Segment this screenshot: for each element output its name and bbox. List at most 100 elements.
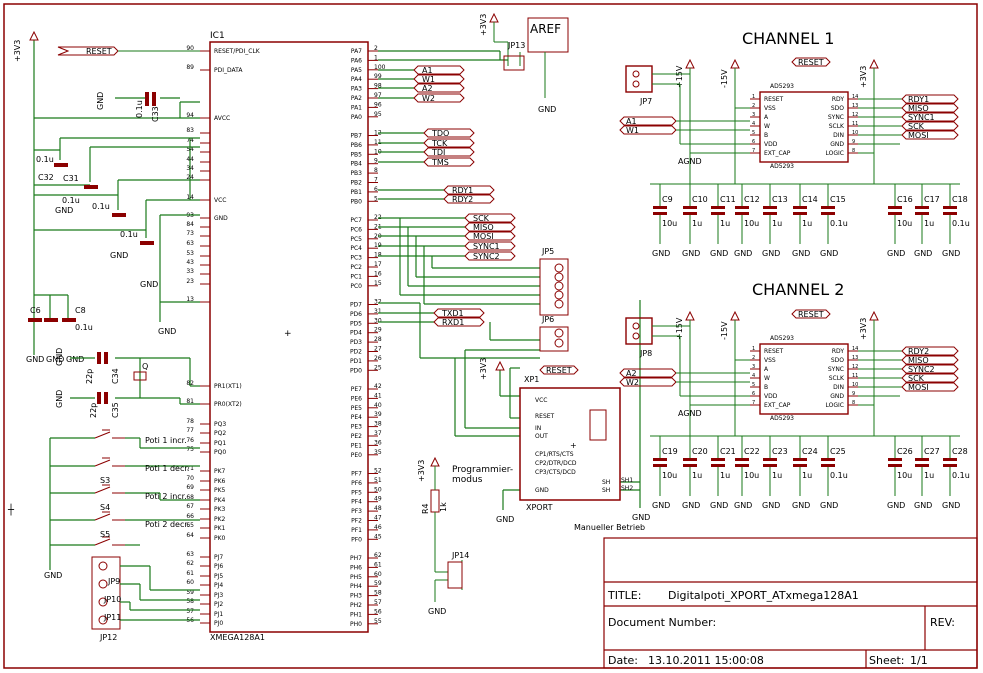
net-tags: A1W1A2W2TDOTCKTDITMSRDY1RDY2SCKMISOMOSIS… [413, 65, 579, 375]
xport-pin-cp2: CP2/DTR/DCD [535, 460, 577, 467]
mcu-right-pin-name: PD2 [350, 349, 362, 356]
date-value: 13.10.2011 15:00:08 [648, 654, 764, 667]
net-tag-reset-xport: RESET [546, 366, 572, 375]
switch-wires [49, 437, 200, 570]
net-tag-tms: TMS [431, 158, 449, 167]
mcu-left-pin-name: PK6 [214, 478, 226, 485]
jp9-label: JP9 [107, 577, 120, 586]
ad5293-pin-left: VDD [764, 393, 778, 400]
net-tag-sync1: SYNC1 [473, 242, 500, 251]
mcu-right-pin-num: 25 [374, 364, 382, 371]
mcu-right-pin-num: 46 [374, 524, 382, 531]
gnd-c29: GND [110, 251, 128, 260]
ad5293-pin-left-num: 4 [752, 121, 755, 127]
channel-cap-value: 1u [924, 471, 934, 480]
ad5293-pin-left: RESET [764, 348, 784, 355]
gnd-c34: GND [55, 348, 64, 366]
ch-tag-mosi: MOSI [908, 383, 929, 392]
mcu-left-pin-name: PQ2 [214, 430, 226, 437]
mcu-left-pin-name: PK2 [214, 516, 226, 523]
mcu-right-pin-name: PC0 [350, 283, 362, 290]
mcu-right-pin-name: PE5 [351, 405, 362, 412]
gnd-c6: GND [26, 355, 44, 364]
xport-module [519, 387, 621, 501]
sheet-value: 1/1 [910, 654, 928, 667]
jp12-label: JP12 [99, 633, 117, 642]
gnd-c8: GND [66, 355, 84, 364]
channel-cap [735, 206, 749, 209]
reset-left: RESET [86, 47, 112, 56]
channel-cap-label: C17 [924, 195, 940, 204]
ad5293-pin-left: W [764, 123, 770, 130]
pot-label-0: Poti 1 incr. [145, 436, 187, 445]
mcu-left-pin-num: 90 [186, 45, 194, 52]
ad5293-pin-right-num: 9 [852, 391, 855, 397]
jp14-header [447, 561, 463, 589]
channel-gnd: GND [734, 501, 752, 510]
mcu-right-pin-num: 47 [374, 515, 382, 522]
mcu-right-pin-num: 52 [374, 468, 382, 475]
mcu-gnd-pin-num: 13 [186, 296, 194, 303]
ad5293-chip [759, 343, 849, 415]
xport-label: XPORT [526, 503, 553, 512]
channel-cap-value: 10u [744, 471, 759, 480]
xport-pin-gnd: GND [535, 487, 549, 494]
gnd-c7: GND [46, 355, 64, 364]
mcu-left-pin-name: PK4 [214, 497, 226, 504]
mcu-left-pin-name: AVCC [214, 115, 230, 122]
channel-gnd: GND [652, 249, 670, 258]
cap-c32 [54, 163, 68, 167]
mcu-right-pin-num: 16 [374, 270, 382, 277]
mcu-left-pin-num: 83 [186, 127, 194, 134]
mcu-right-pin-num: 22 [374, 214, 382, 221]
mcu-left-pin-name: PK0 [214, 535, 226, 542]
v33-arrow-left [29, 30, 39, 41]
mcu-left-pin-name: PDI_DATA [214, 67, 243, 74]
channel-cap-value: 0.1u [952, 471, 970, 480]
net-tag-miso: MISO [473, 223, 494, 232]
jp14-label: JP14 [451, 551, 469, 560]
agnd-label: AGND [678, 409, 702, 418]
mcu-left-pin-name: PJ4 [214, 582, 223, 589]
mcu-right-pin-name: PE7 [351, 386, 362, 393]
ad5293-label: AD5293 [770, 83, 794, 90]
mcu-right-pin-num: 57 [374, 599, 382, 606]
channel-gnd: GND [820, 501, 838, 510]
channel-jumper-label: JP8 [639, 349, 652, 358]
mcu-left-pin-name: PQ1 [214, 440, 226, 447]
mcu-right-pin-name: PE0 [351, 452, 362, 459]
cap-c31 [84, 185, 98, 189]
mcu-left-pin-name: PJ5 [214, 573, 223, 580]
channel-1-title: CHANNEL 1 [742, 29, 834, 48]
mcu-right-pin-num: 56 [374, 608, 382, 615]
channel-cap-value: 1u [692, 471, 702, 480]
mcu-right-pin-num: 35 [374, 449, 382, 456]
net-tag-tdo: TDO [431, 129, 449, 138]
channel-cap [763, 458, 777, 461]
ad5293-pin-right-num: 8 [852, 148, 855, 154]
mcu-left-pin-name: GND [214, 215, 228, 222]
mcu-right-pin-name: PB7 [350, 133, 362, 140]
mcu-right-pin-num: 5 [374, 195, 378, 202]
supply-label: +3V3 [859, 318, 868, 340]
channel-cap-label: C24 [802, 447, 818, 456]
jp5-label: JP5 [541, 247, 554, 256]
mcu-right-pin-num: 98 [374, 83, 382, 90]
supply-label: +3V3 [859, 66, 868, 88]
mcu-right-pin-num: 38 [374, 421, 382, 428]
aref-label: AREF [530, 22, 561, 36]
xport-pin-in: IN [535, 425, 541, 432]
reset-net-tag [57, 46, 119, 56]
xport-pin-out: OUT [535, 433, 548, 440]
mcu-right-pin-name: PB5 [350, 151, 362, 158]
mcu-gnd-pin-num: 23 [186, 278, 194, 285]
channel-gnd: GND [792, 249, 810, 258]
supply-label: +15V [675, 65, 684, 88]
mcu-right-pin-num: 36 [374, 439, 382, 446]
supply-label: -15V [720, 321, 729, 340]
v33-arrow-r4 [430, 456, 440, 467]
channel-cap-value: 10u [744, 219, 759, 228]
ad5293-pin-left-num: 7 [752, 400, 755, 406]
ch-tag-miso: MISO [908, 104, 929, 113]
